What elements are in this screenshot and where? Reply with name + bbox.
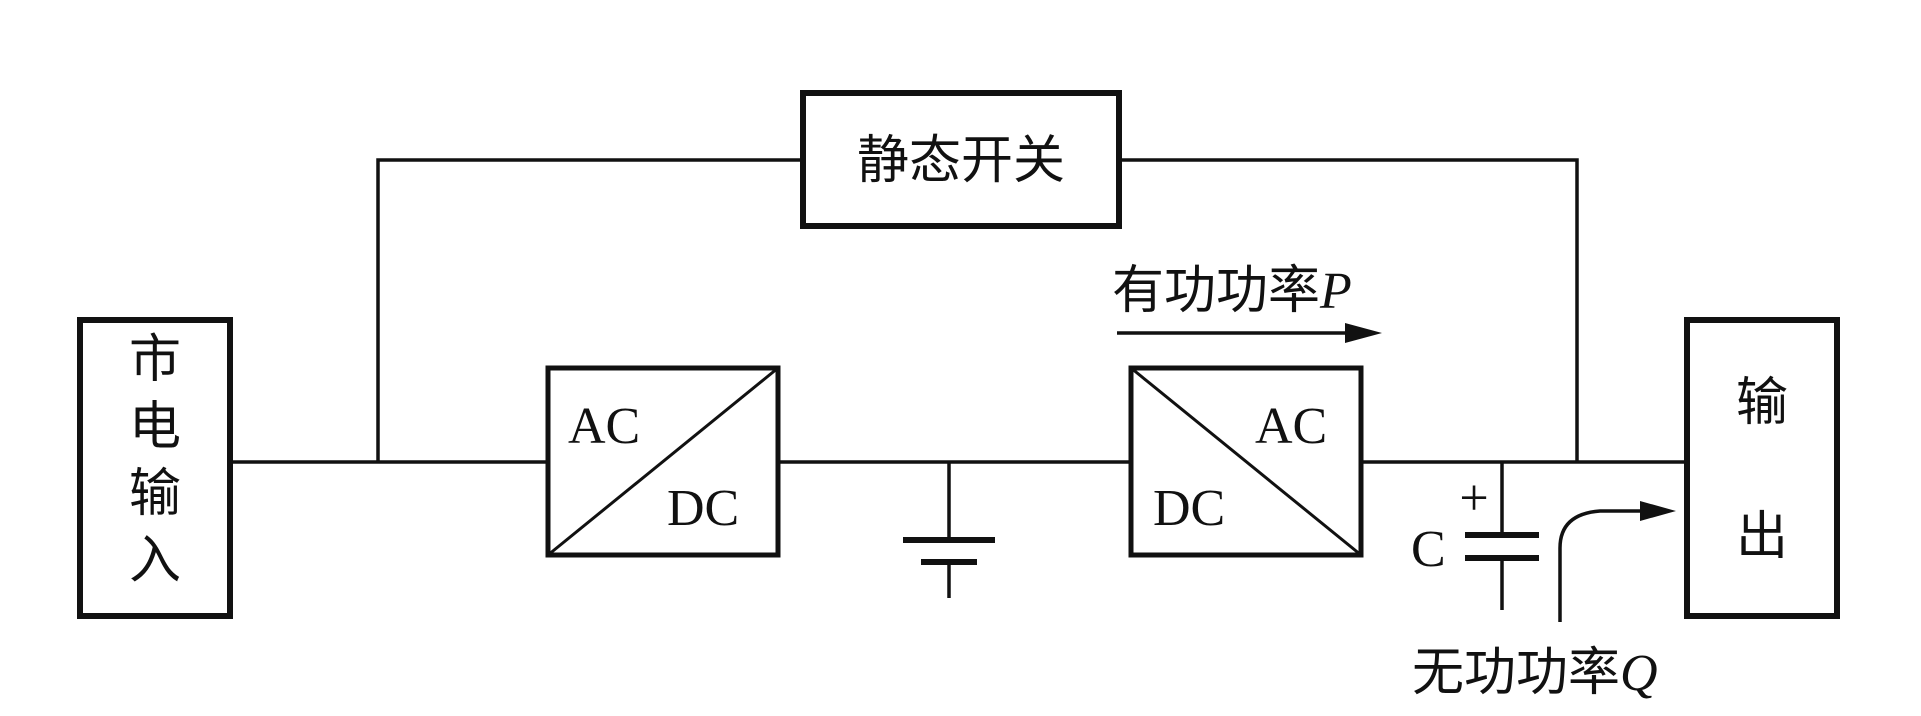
rectifier-block: AC DC bbox=[545, 365, 781, 558]
wiring bbox=[232, 158, 1687, 540]
output-block: 输 出 bbox=[1684, 317, 1840, 619]
capacitor-polarity: + bbox=[1459, 470, 1488, 527]
output-char-1: 输 bbox=[1736, 373, 1788, 433]
inverter-dc-label: DC bbox=[1153, 480, 1225, 537]
rectifier-diagonal bbox=[547, 366, 779, 557]
reactive-power-indicator: 无功功率Q bbox=[1412, 501, 1676, 703]
output-char-2: 出 bbox=[1736, 507, 1788, 567]
mains-input-char-3: 输 bbox=[129, 464, 181, 524]
wire-bypass-left bbox=[376, 158, 803, 462]
active-power-indicator: 有功功率P bbox=[1112, 261, 1382, 343]
static-switch-frame bbox=[800, 90, 1122, 229]
static-switch-label: 静态开关 bbox=[857, 131, 1065, 191]
inverter-block: AC DC bbox=[1128, 365, 1364, 558]
reactive-power-text: 无功功率 bbox=[1412, 643, 1620, 703]
mains-input-char-2: 电 bbox=[129, 397, 181, 457]
output-frame bbox=[1684, 317, 1840, 619]
reactive-power-label: 无功功率Q bbox=[1412, 643, 1658, 703]
capacitor-label: C bbox=[1411, 521, 1446, 578]
inverter-diagonal bbox=[1130, 366, 1362, 557]
static-switch-block: 静态开关 bbox=[800, 90, 1122, 229]
reactive-power-arrow-curve bbox=[1558, 509, 1640, 622]
mains-input-block: 市 电 输 入 bbox=[77, 317, 233, 619]
reactive-power-symbol: Q bbox=[1620, 645, 1658, 702]
battery-symbol bbox=[903, 537, 995, 598]
reactive-power-arrowhead bbox=[1640, 501, 1676, 521]
mains-input-char-1: 市 bbox=[129, 330, 181, 390]
rectifier-ac-label: AC bbox=[568, 398, 640, 455]
active-power-symbol: P bbox=[1319, 263, 1352, 320]
wire-bypass-right bbox=[1119, 158, 1579, 462]
active-power-label: 有功功率P bbox=[1112, 261, 1352, 321]
active-power-text: 有功功率 bbox=[1112, 261, 1320, 321]
rectifier-dc-label: DC bbox=[667, 480, 739, 537]
capacitor-symbol: + C bbox=[1411, 470, 1539, 610]
active-power-arrowhead bbox=[1345, 323, 1382, 343]
inverter-ac-label: AC bbox=[1255, 398, 1327, 455]
mains-input-frame bbox=[77, 317, 233, 619]
mains-input-char-4: 入 bbox=[129, 531, 181, 591]
